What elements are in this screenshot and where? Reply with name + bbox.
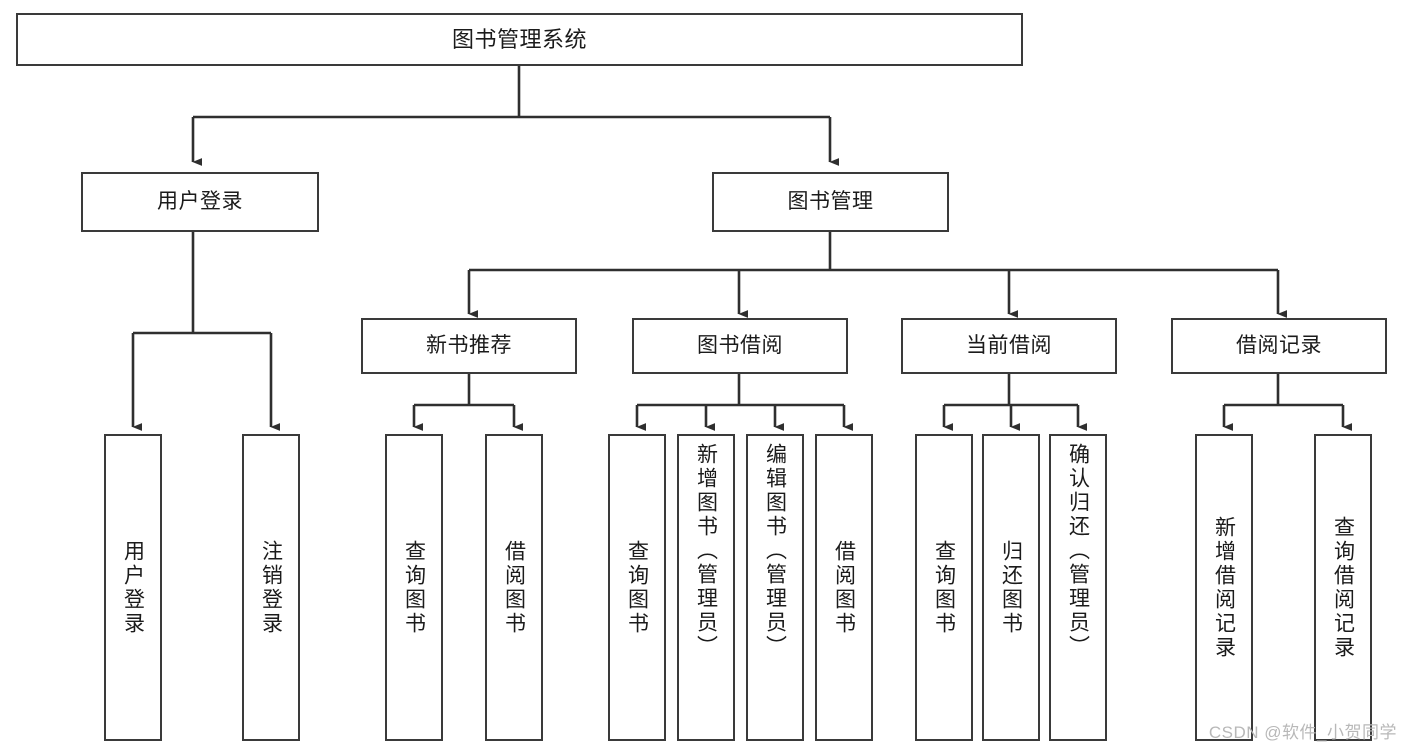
csdn-watermark: CSDN @软件_小贺同学 (1208, 723, 1397, 742)
node-label: 用户登录 (121, 539, 145, 636)
node-book-management[interactable]: 图书管理 (712, 172, 949, 232)
node-label: 注销登录 (259, 539, 283, 636)
leaf-borrow-book-recommend[interactable]: 借阅图书 (485, 434, 543, 741)
node-label: 借阅图书 (502, 539, 526, 636)
node-label: 查询图书 (625, 539, 649, 636)
leaf-edit-book-admin[interactable]: 编辑图书（管理员） (746, 434, 804, 741)
node-label: 当前借阅 (966, 333, 1052, 357)
node-label: 图书借阅 (697, 333, 783, 357)
node-label: 借阅记录 (1236, 333, 1322, 357)
node-label: 归还图书 (999, 539, 1023, 636)
leaf-logout-login[interactable]: 注销登录 (242, 434, 300, 741)
leaf-confirm-return-admin[interactable]: 确认归还（管理员） (1049, 434, 1107, 741)
leaf-borrow-book[interactable]: 借阅图书 (815, 434, 873, 741)
node-root-book-management-system[interactable]: 图书管理系统 (16, 13, 1023, 66)
leaf-query-book-borrow[interactable]: 查询图书 (608, 434, 666, 741)
node-label: 确认归还（管理员） (1066, 443, 1090, 659)
leaf-add-book-admin[interactable]: 新增图书（管理员） (677, 434, 735, 741)
node-label: 查询借阅记录 (1331, 515, 1355, 660)
node-label: 编辑图书（管理员） (763, 443, 787, 659)
leaf-return-book[interactable]: 归还图书 (982, 434, 1040, 741)
leaf-query-book-recommend[interactable]: 查询图书 (385, 434, 443, 741)
node-label: 查询图书 (932, 539, 956, 636)
node-borrow-record[interactable]: 借阅记录 (1171, 318, 1387, 374)
node-book-borrow[interactable]: 图书借阅 (632, 318, 848, 374)
node-label: 新增借阅记录 (1212, 515, 1236, 660)
leaf-add-borrow-record[interactable]: 新增借阅记录 (1195, 434, 1253, 741)
node-label: 查询图书 (402, 539, 426, 636)
node-label: 图书管理系统 (451, 26, 587, 52)
node-user-login[interactable]: 用户登录 (81, 172, 319, 232)
node-label: 用户登录 (157, 189, 243, 213)
node-label: 借阅图书 (832, 539, 856, 636)
node-label: 新书推荐 (426, 333, 512, 357)
node-label: 图书管理 (787, 189, 874, 213)
node-label: 新增图书（管理员） (694, 443, 718, 659)
leaf-user-login[interactable]: 用户登录 (104, 434, 162, 741)
leaf-query-borrow-record[interactable]: 查询借阅记录 (1314, 434, 1372, 741)
leaf-query-book-current[interactable]: 查询图书 (915, 434, 973, 741)
node-current-borrow[interactable]: 当前借阅 (901, 318, 1117, 374)
node-new-book-recommend[interactable]: 新书推荐 (361, 318, 577, 374)
